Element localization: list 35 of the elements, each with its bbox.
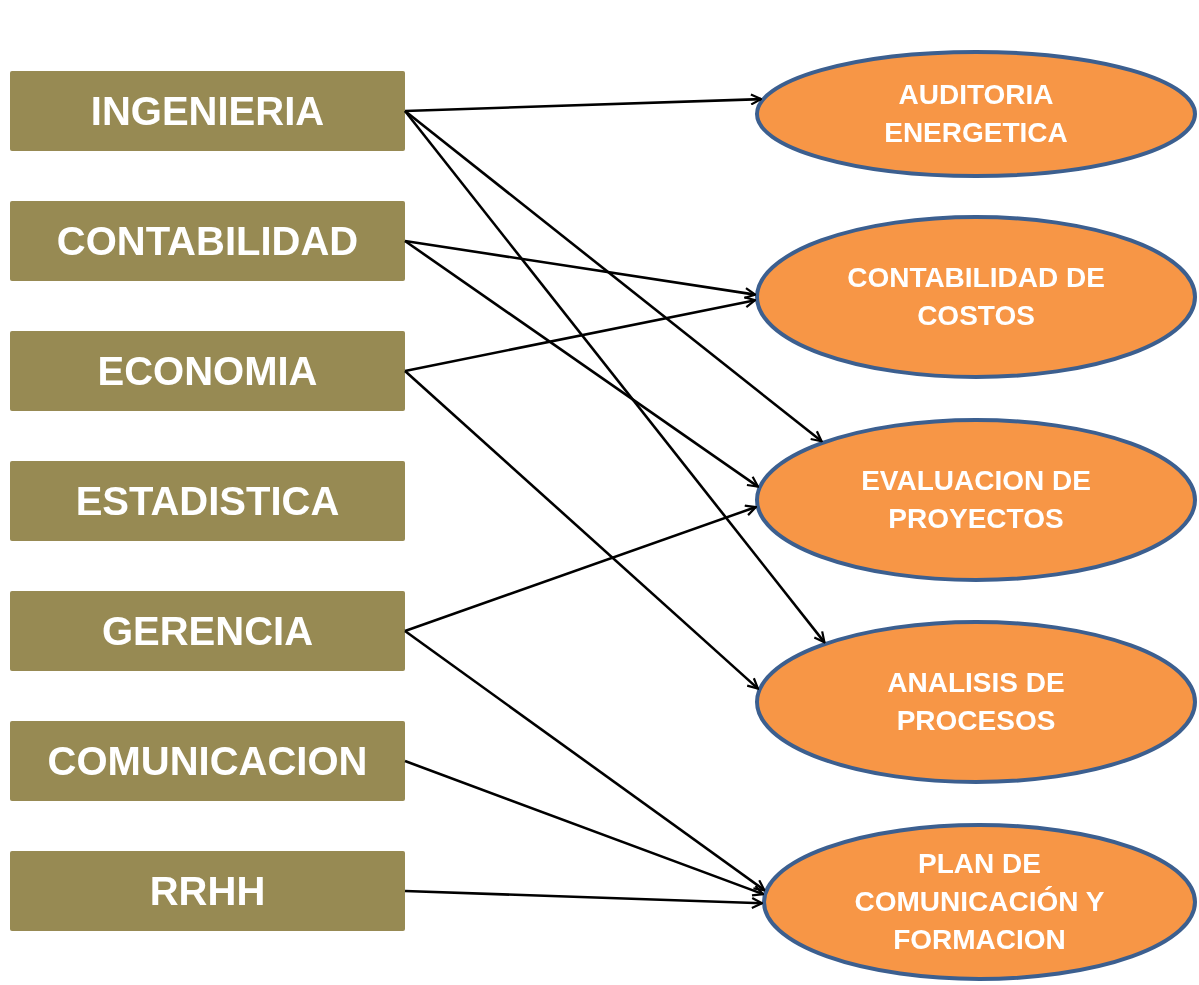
arrow	[404, 296, 757, 373]
arrow	[404, 629, 766, 892]
node-label: AUDITORIA ENERGETICA	[883, 78, 1069, 150]
process-ellipse	[755, 215, 1197, 379]
category-box	[10, 461, 405, 541]
process-ellipse	[755, 418, 1197, 582]
process-ellipse	[762, 823, 1197, 981]
category-box	[10, 591, 405, 671]
arrow	[404, 239, 760, 488]
node-label: GERENCIA	[101, 608, 314, 654]
node-label: INGENIERIA	[90, 88, 325, 134]
process-ellipse	[755, 620, 1197, 784]
node-label: ANALISIS DE PROCESOS	[886, 666, 1066, 738]
node-label: ECONOMIA	[97, 348, 318, 394]
category-box	[10, 71, 405, 151]
process-ellipse	[755, 50, 1197, 178]
arrow	[404, 110, 826, 644]
arrow	[404, 110, 823, 443]
node-label: CONTABILIDAD	[56, 218, 359, 264]
category-box	[10, 201, 405, 281]
node-label: CONTABILIDAD DE COSTOS	[846, 261, 1106, 333]
category-box	[10, 331, 405, 411]
arrow	[404, 239, 757, 300]
node-label: EVALUACION DE PROYECTOS	[860, 464, 1092, 536]
arrow	[404, 504, 757, 633]
arrow	[404, 759, 765, 897]
category-box	[10, 851, 405, 931]
node-label: COMUNICACION	[47, 738, 368, 784]
category-box	[10, 721, 405, 801]
arrow	[404, 889, 764, 910]
arrow	[404, 370, 760, 690]
node-label: ESTADISTICA	[75, 478, 340, 524]
node-label: PLAN DE COMUNICACIÓN Y FORMACION	[853, 847, 1106, 957]
node-label: RRHH	[149, 868, 266, 914]
arrow	[404, 93, 763, 113]
